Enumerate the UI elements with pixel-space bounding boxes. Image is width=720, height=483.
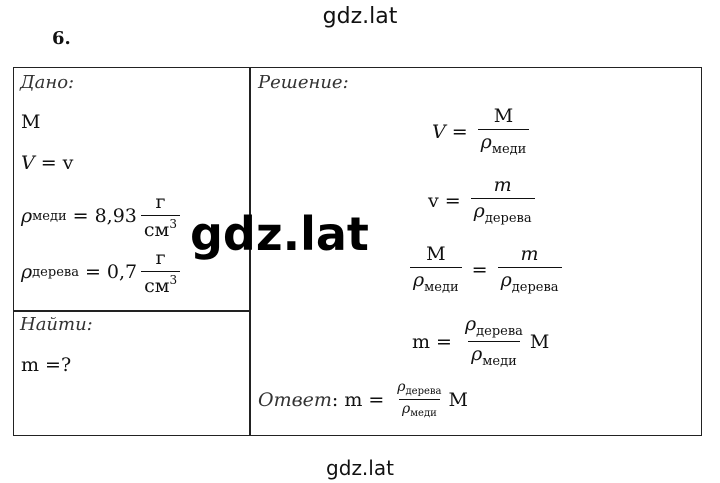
solution-header: Решение: bbox=[258, 72, 349, 93]
rho-copper-unit: г см3 bbox=[140, 191, 180, 241]
answer-num-symbol: ρ bbox=[397, 379, 406, 395]
eq4-lhs: m bbox=[412, 330, 431, 353]
eq1-den-sub: меди bbox=[491, 141, 527, 157]
unit-denominator: см bbox=[144, 274, 170, 297]
find-text: m =? bbox=[21, 354, 72, 376]
find-header: Найти: bbox=[20, 314, 93, 335]
watermark-center: gdz.lat bbox=[190, 207, 369, 261]
eq2-den-symbol: ρ bbox=[473, 199, 485, 222]
rho-copper-value: 8,93 bbox=[94, 205, 137, 228]
answer-num-sub: дерева bbox=[405, 386, 442, 397]
eq4-den-symbol: ρ bbox=[471, 343, 483, 366]
eq1-fraction: M ρмеди bbox=[477, 105, 530, 157]
eq4-den-sub: меди bbox=[482, 354, 517, 370]
given-mass-text: M bbox=[21, 111, 41, 133]
eq2-den-sub: дерева bbox=[484, 210, 532, 226]
find-line: m =? bbox=[21, 354, 71, 376]
answer-den-sub: меди bbox=[410, 408, 437, 419]
solution-eq3: M ρмеди = m ρдерева bbox=[406, 244, 566, 295]
given-mass: M bbox=[21, 111, 40, 133]
row-divider bbox=[14, 310, 250, 312]
column-divider bbox=[249, 68, 251, 435]
answer-fraction: ρдерева ρмеди bbox=[394, 379, 444, 419]
eq2-numerator: m bbox=[493, 174, 512, 196]
eq3-right-den-sub: дерева bbox=[511, 279, 559, 295]
answer-den-symbol: ρ bbox=[402, 401, 411, 417]
unit-numerator: г bbox=[155, 247, 166, 269]
eq3-left-fraction: M ρмеди bbox=[410, 244, 462, 295]
eq3-right-numerator: m bbox=[520, 243, 539, 265]
rho-symbol: ρ bbox=[21, 205, 33, 228]
rho-wood-value: 0,7 bbox=[106, 261, 138, 284]
eq2-lhs: v bbox=[428, 189, 439, 212]
solution-answer: Ответ: m = ρдерева ρмеди M bbox=[258, 379, 468, 419]
unit-exponent: 3 bbox=[169, 272, 178, 287]
rho-wood-sub: дерева bbox=[32, 264, 79, 280]
given-volume: V = v bbox=[21, 152, 74, 174]
rho-symbol: ρ bbox=[21, 261, 33, 284]
answer-tail: M bbox=[448, 388, 468, 411]
eq3-left-den-symbol: ρ bbox=[413, 268, 425, 291]
eq3-left-numerator: M bbox=[426, 243, 446, 265]
eq1-den-symbol: ρ bbox=[480, 130, 492, 153]
eq2-fraction: m ρдерева bbox=[470, 174, 535, 226]
eq3-right-fraction: m ρдерева bbox=[497, 243, 562, 295]
eq1-lhs: V bbox=[432, 120, 446, 143]
solution-eq4: m = ρдерева ρмеди M bbox=[412, 313, 550, 370]
unit-denominator: см bbox=[143, 218, 170, 241]
eq4-tail: M bbox=[529, 330, 550, 353]
eq3-left-den-sub: меди bbox=[424, 279, 459, 295]
rho-wood-unit: г см3 bbox=[141, 247, 181, 297]
rho-copper-sub: меди bbox=[32, 208, 67, 224]
eq4-fraction: ρдерева ρмеди bbox=[462, 314, 526, 370]
task-number: 6. bbox=[52, 28, 71, 49]
given-header: Дано: bbox=[20, 72, 75, 93]
unit-numerator: г bbox=[155, 191, 166, 213]
answer-label: Ответ bbox=[258, 388, 332, 411]
watermark-top: gdz.lat bbox=[322, 4, 398, 29]
solution-eq1: V = M ρмеди bbox=[432, 106, 533, 157]
eq1-numerator: M bbox=[493, 105, 514, 127]
unit-exponent: 3 bbox=[169, 216, 177, 231]
answer-lhs: m bbox=[344, 388, 363, 411]
given-volume-rhs: v bbox=[62, 152, 74, 174]
eq3-right-den-symbol: ρ bbox=[500, 268, 512, 291]
eq4-num-sub: дерева bbox=[476, 324, 523, 339]
watermark-bottom: gdz.lat bbox=[326, 456, 394, 480]
eq4-num-symbol: ρ bbox=[464, 313, 477, 335]
solution-eq2: v = m ρдерева bbox=[428, 175, 539, 226]
given-volume-lhs: V bbox=[21, 152, 35, 174]
